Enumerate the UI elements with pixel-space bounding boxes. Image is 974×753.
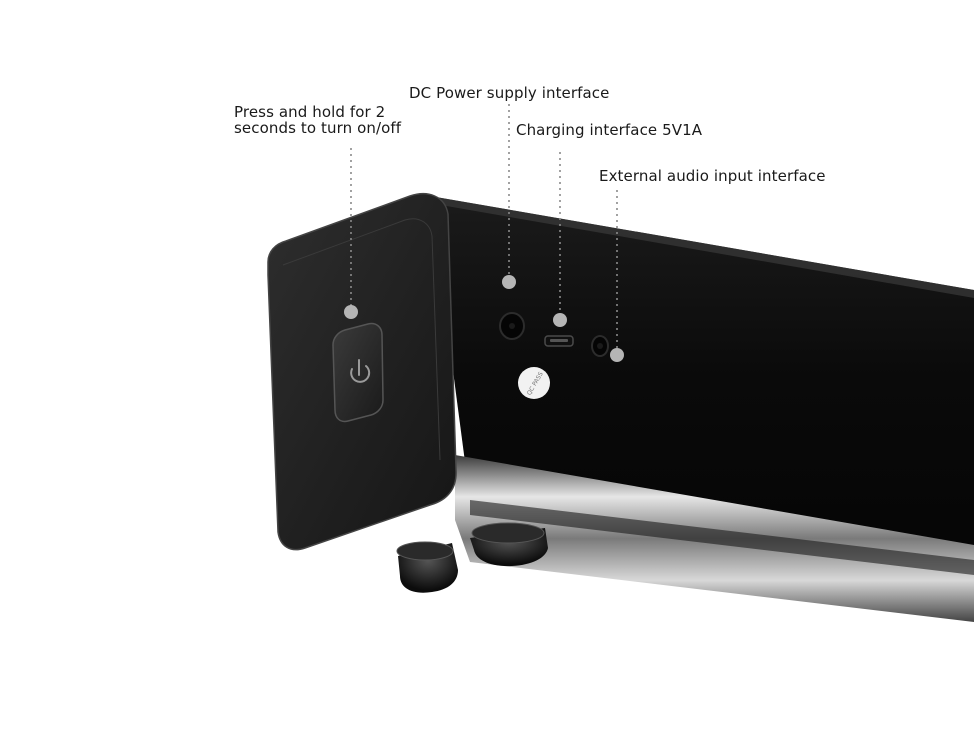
qc-sticker: QC PASS	[518, 367, 550, 399]
micro-usb-charging-port[interactable]	[544, 335, 574, 347]
power-button[interactable]	[332, 322, 384, 423]
audio-input-callout: External audio input interface	[599, 167, 826, 185]
power-button-callout: Press and hold for 2 seconds to turn on/…	[234, 104, 401, 136]
rubber-foot-left	[396, 541, 458, 593]
power-callout-line2: seconds to turn on/off	[234, 119, 402, 137]
rubber-foot-right	[470, 522, 548, 567]
power-callout-line1: Press and hold for 2	[234, 103, 386, 121]
charging-callout: Charging interface 5V1A	[516, 121, 703, 139]
dc-power-port[interactable]	[499, 312, 525, 340]
callout-dot-dc	[502, 275, 516, 289]
callout-dots	[344, 275, 624, 362]
callout-dot-charging	[553, 313, 567, 327]
callout-dot-power	[344, 305, 358, 319]
dc-power-callout: DC Power supply interface	[409, 84, 610, 102]
callout-lines	[350, 104, 618, 348]
callout-dot-audio	[610, 348, 624, 362]
aux-audio-input-port[interactable]	[591, 335, 609, 357]
soundbar-body	[430, 196, 974, 622]
power-icon	[350, 359, 371, 383]
